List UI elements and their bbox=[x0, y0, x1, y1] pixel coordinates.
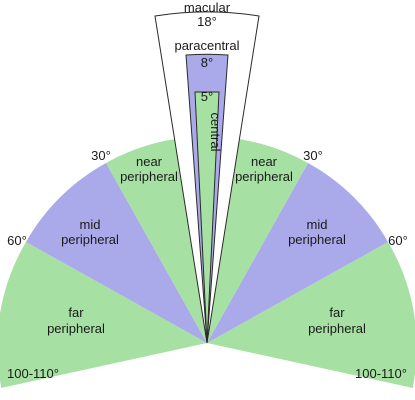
angle-30-right-label: 30° bbox=[303, 148, 323, 163]
mid-peripheral-left-label-line1: mid bbox=[80, 217, 101, 232]
macular-label: macular bbox=[184, 0, 231, 15]
angle-60-right-label: 60° bbox=[388, 233, 408, 248]
near-peripheral-left-label-line2: peripheral bbox=[120, 169, 178, 184]
central-label: central bbox=[208, 112, 223, 151]
far-peripheral-right-label-line1: far bbox=[329, 305, 345, 320]
angle-60-left-label: 60° bbox=[7, 233, 27, 248]
mid-peripheral-left-label-line2: peripheral bbox=[61, 232, 119, 247]
mid-peripheral-right-label-line1: mid bbox=[307, 217, 328, 232]
angle-30-left-label: 30° bbox=[91, 148, 111, 163]
angle-far-right-label: 100-110° bbox=[355, 366, 407, 381]
paracentral-label: paracentral bbox=[174, 38, 239, 53]
near-peripheral-right-label-line1: near bbox=[251, 154, 278, 169]
near-peripheral-left-label-line1: near bbox=[136, 154, 163, 169]
central-wedge bbox=[194, 91, 220, 344]
paracentral-degrees: 8° bbox=[201, 55, 213, 70]
far-peripheral-left-label-line1: far bbox=[68, 305, 84, 320]
far-peripheral-left-label-line2: peripheral bbox=[47, 321, 105, 336]
mid-peripheral-right-label-line2: peripheral bbox=[288, 232, 346, 247]
central-degrees: 5° bbox=[201, 89, 213, 104]
far-peripheral-right-label-line2: peripheral bbox=[308, 321, 366, 336]
far-peripheral-left-wedge bbox=[0, 242, 207, 388]
far-peripheral-right-wedge bbox=[207, 242, 415, 388]
mid-peripheral-left-wedge bbox=[26, 163, 207, 343]
near-peripheral-right-label-line2: peripheral bbox=[235, 169, 293, 184]
angle-far-left-label: 100-110° bbox=[7, 366, 59, 381]
mid-peripheral-right-wedge bbox=[207, 163, 388, 343]
macular-degrees: 18° bbox=[197, 14, 217, 29]
